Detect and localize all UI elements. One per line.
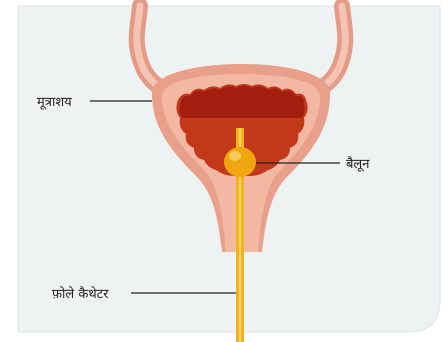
bladder-label: मूत्राशय bbox=[37, 95, 72, 110]
balloon-label: बैलून bbox=[346, 156, 370, 172]
catheter-label: फ़ोले कैथेटर bbox=[52, 286, 109, 302]
urine-upper-layer bbox=[179, 86, 304, 118]
catheter-balloon bbox=[224, 147, 256, 177]
catheter-balloon-shine bbox=[229, 151, 241, 161]
